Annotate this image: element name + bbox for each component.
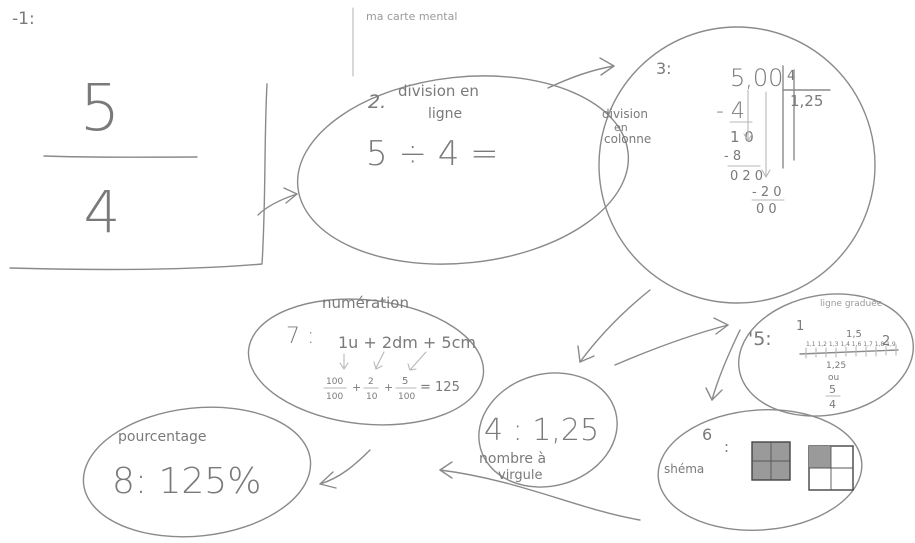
arrow-5-to-6 xyxy=(711,329,741,401)
step2-node: 2. division en ligne 5 ÷ 4 = xyxy=(296,75,630,265)
arrow-4-to-5 xyxy=(614,324,729,366)
step7-plus2: + xyxy=(384,381,393,394)
division-row-6: 0 0 xyxy=(756,202,777,217)
number-line-label-mid: 1,5 xyxy=(846,329,862,340)
division-dividend: 5,00 xyxy=(730,64,783,92)
division-carry-arrows xyxy=(743,89,771,179)
fraction-denominator: 4 xyxy=(84,178,121,246)
step2-title-line1: division en xyxy=(398,82,479,100)
number-line-label-1: 1 xyxy=(796,319,804,334)
step3-label-line1: division xyxy=(602,107,648,121)
step7-arrows xyxy=(339,351,427,371)
schema-shaded-quarter xyxy=(809,446,831,468)
step7-frac2-den: 10 xyxy=(366,392,378,402)
step2-title-line2: ligne xyxy=(428,106,462,122)
step3-label-line3: colonne xyxy=(604,132,651,146)
number-line-label-2: 2 xyxy=(882,334,890,349)
step8-ellipse xyxy=(82,406,312,538)
step7-frac3-den: 100 xyxy=(398,392,415,402)
step7-frac1-num: 100 xyxy=(326,377,343,387)
division-quotient: 1,25 xyxy=(790,92,823,110)
map-title: ma carte mental xyxy=(366,10,457,23)
fraction-bar xyxy=(43,155,198,158)
step5-number: '5: xyxy=(748,328,772,350)
step7-expression: 1u + 2dm + 5cm xyxy=(338,333,476,352)
step7-frac1-den: 100 xyxy=(326,392,343,402)
number-line-ticks xyxy=(805,344,897,359)
step5-title: ligne graduée xyxy=(820,298,883,309)
step4-value: 4 : 1,25 xyxy=(484,413,599,448)
step4-node: 4 : 1,25 nombre à virgule xyxy=(478,372,618,488)
step1-box-border xyxy=(9,83,268,271)
step4-ellipse xyxy=(478,372,618,488)
step1-fraction-box: 5 4 xyxy=(9,72,268,271)
arrow-4-to-7-head xyxy=(439,461,453,479)
step7-node: numération 7 : 1u + 2dm + 5cm 100 100 + … xyxy=(247,294,485,426)
division-row-3: - 8 xyxy=(724,149,741,164)
step6-node: 6 : shéma xyxy=(657,409,863,531)
step2-expression: 5 ÷ 4 = xyxy=(366,134,499,174)
division-row-4: 0 2 0 xyxy=(730,169,763,184)
step3-node: 3: division en colonne 5,00 4 1,25 - 4 1… xyxy=(598,26,876,304)
step6-colon: : xyxy=(724,438,729,456)
step5-fraction-num: 5 xyxy=(829,383,836,396)
arrow-1-to-2 xyxy=(257,193,298,216)
step8-title: pourcentage xyxy=(118,429,207,445)
step5-ellipse xyxy=(738,293,914,417)
step4-label-line2: virgule xyxy=(498,468,543,483)
step7-plus1: + xyxy=(352,381,361,394)
schema-quarter-square xyxy=(808,445,854,491)
step7-ellipse xyxy=(247,298,485,426)
step3-circle xyxy=(598,26,876,304)
arrow-4-to-5-head xyxy=(713,317,729,335)
division-row-5: - 2 0 xyxy=(752,185,782,200)
arrow-3-to-4 xyxy=(579,289,651,363)
step7-frac2-num: 2 xyxy=(368,377,374,387)
step5-or-label: ou xyxy=(828,373,839,383)
arrow-3-to-4-head xyxy=(577,345,595,363)
number-line-marker: 1,25 xyxy=(826,361,846,371)
arrow-1-to-2-head xyxy=(283,187,298,204)
step2-number: 2. xyxy=(368,91,386,113)
step4-label-line1: nombre à xyxy=(479,451,546,467)
arrow-7-to-8 xyxy=(319,449,371,485)
arrow-2-to-3 xyxy=(547,65,615,89)
fraction-numerator: 5 xyxy=(80,72,121,146)
step5-node: ligne graduée '5: 1 1,5 2 1,1 1,2 1,3 1,… xyxy=(738,293,914,417)
arrow-7-to-8-head xyxy=(319,471,337,489)
step3-number: 3: xyxy=(656,59,672,78)
number-line-small-ticks: 1,1 1,2 1,3 1,4 1,6 1,7 1,8 1,9 xyxy=(806,341,896,348)
arrow-5-to-6-head xyxy=(705,387,723,401)
step7-title: numération xyxy=(322,294,409,312)
number-line xyxy=(799,349,899,355)
step8-value: 8: 125% xyxy=(112,461,261,502)
step2-ellipse xyxy=(296,75,630,265)
arrow-2-to-3-head xyxy=(599,57,615,76)
step6-number: 6 xyxy=(702,425,712,444)
step6-ellipse xyxy=(657,409,863,531)
schema-full-square xyxy=(751,441,791,481)
step7-frac3-num: 5 xyxy=(402,376,408,387)
division-divisor: 4 xyxy=(787,69,795,84)
step1-number: -1: xyxy=(12,9,35,29)
step3-label-line2: en xyxy=(614,121,628,134)
division-row-1: - 4 xyxy=(716,99,745,124)
step7-result: = 125 xyxy=(420,380,460,395)
step7-number: 7 : xyxy=(286,324,314,349)
arrow-4-to-7 xyxy=(439,469,641,521)
step5-fraction-den: 4 xyxy=(829,398,836,411)
step6-label: shéma xyxy=(664,462,704,476)
step8-node: pourcentage 8: 125% xyxy=(82,406,312,538)
